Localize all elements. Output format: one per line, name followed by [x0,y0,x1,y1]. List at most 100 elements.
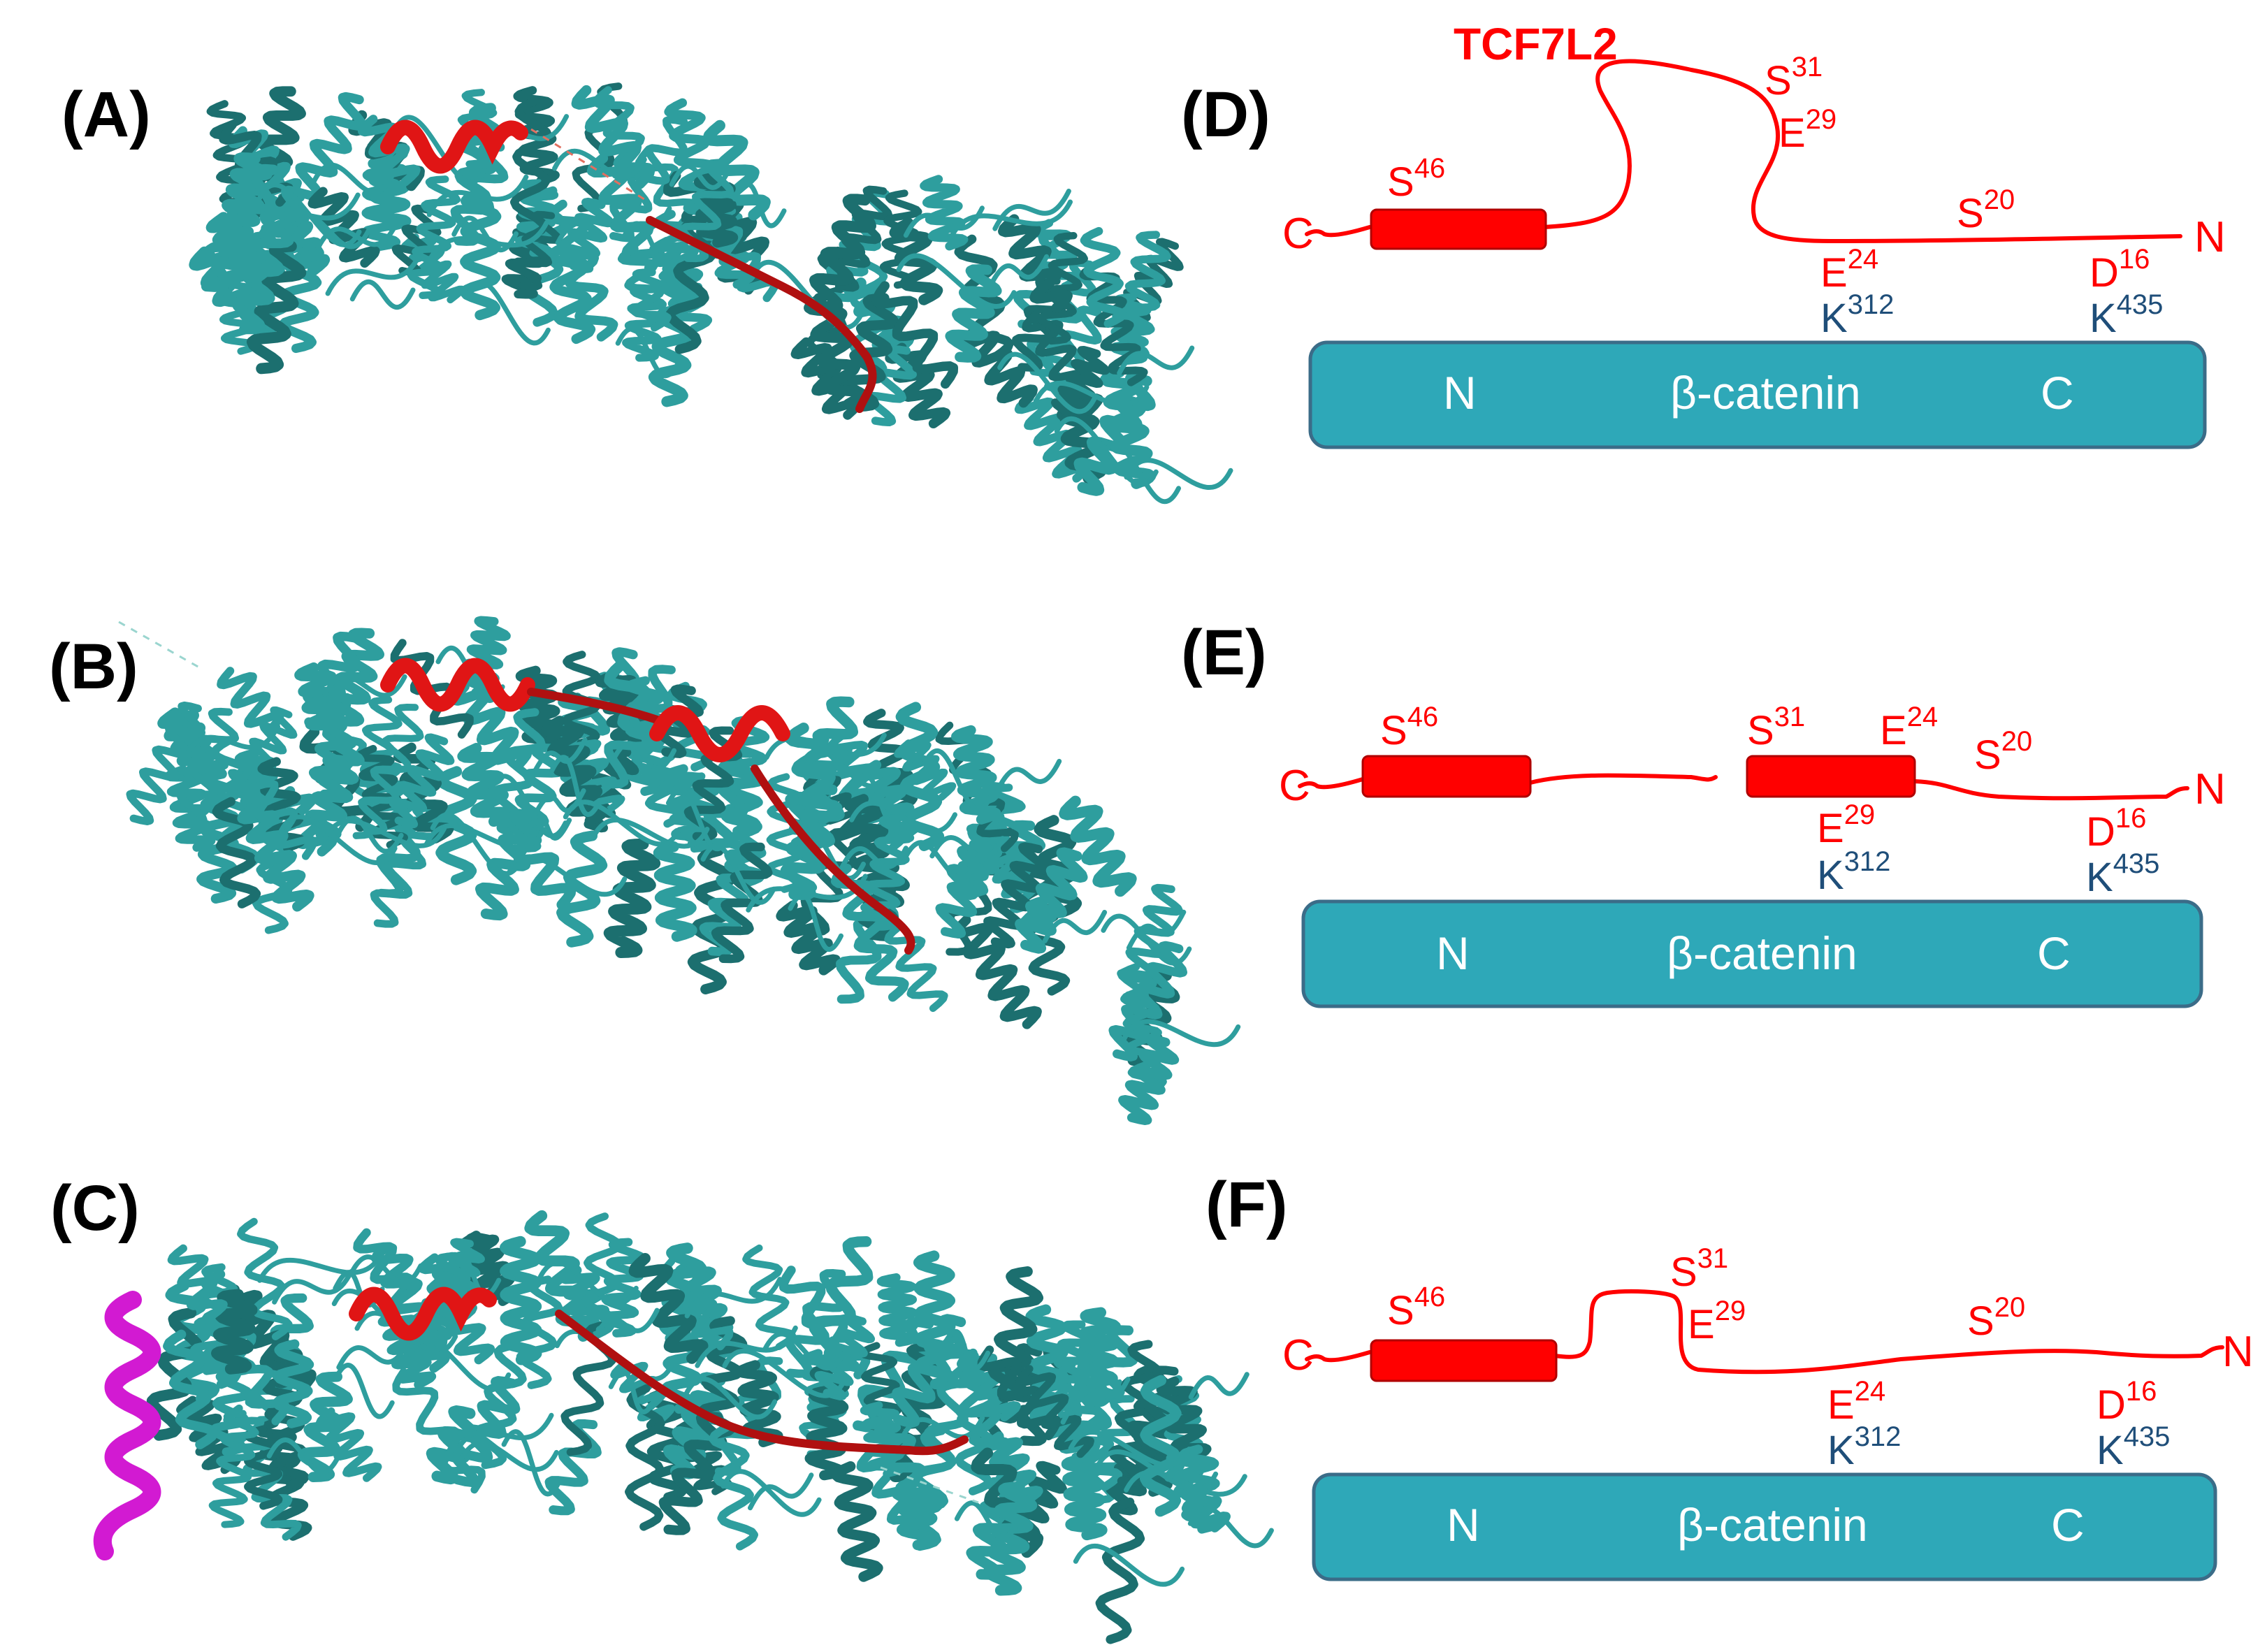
residue-s20-e: S20 [1974,726,2032,778]
ribbon-helix [1036,232,1088,345]
residue-s46-f: S46 [1387,1282,1445,1333]
ribbon-loop [591,818,710,849]
residue-s31-e: S31 [1747,702,1805,753]
residue-s46-d: S46 [1387,153,1445,205]
residue-e29-e: E29 [1817,799,1875,851]
ribbon-helix [1080,226,1127,328]
ribbon-helix [272,1339,314,1428]
ribbon-loop [748,1472,814,1511]
ribbon-loop [792,827,866,881]
ribbon-loop [764,732,887,760]
ribbon-loop [407,1338,512,1391]
ribbon-loop [762,1331,847,1371]
ribbon-helix [954,234,1014,361]
ribbon-helix [546,242,596,345]
box-n-label-f: N [1447,1499,1480,1551]
ribbon-helix [358,704,424,835]
residue-d16-e: D16 [2086,803,2146,855]
ribbon-loop [1098,442,1181,505]
ribbon-loop [684,1277,783,1319]
panel-a-letter: (A) [61,79,151,150]
ribbon-loop [1188,1372,1250,1400]
beta-catenin-structure-a [189,82,1233,505]
tcf7l2-chain-f [1305,1289,2224,1375]
ribbon-helix [842,293,899,412]
ribbon-loop [1121,1019,1241,1048]
ribbon-loop [929,835,1006,860]
box-c-label-d: C [2041,367,2074,419]
ribbon-helix [581,1212,623,1334]
residue-s31-d: S31 [1765,52,1823,103]
missing-segment-b [118,621,200,669]
ribbon-helix [699,825,767,957]
ribbon-loop [610,741,677,771]
residue-e29-d: E29 [1779,104,1837,156]
peptide-helix-b2 [649,705,790,762]
ribbon-loop [424,823,546,850]
residue-e29-f: E29 [1688,1296,1746,1347]
peptide-coil-b1 [527,688,661,724]
residue-d16-f: D16 [2096,1376,2157,1428]
ribbon-helix [871,281,959,389]
panel-d: (D) TCF7L2 C N S46 S31 E29 S20 E24 D16 K… [1181,19,2226,449]
ribbon-helix [945,264,1002,363]
ribbon-helix [167,1244,228,1320]
ribbon-loop [278,814,398,865]
ribbon-loop [666,788,732,852]
ribbon-loop [669,164,732,190]
helix-cylinder-e1 [1361,755,1532,798]
ribbon-loop [620,221,683,267]
ribbon-helix [703,747,760,849]
ribbon-loop [1101,913,1192,966]
tcf7l2-chain-e [1298,773,2189,801]
ribbon-helix [208,1410,259,1528]
residue-e24-f: E24 [1827,1376,1885,1428]
ribbon-loop [896,253,1017,309]
ribbon-loop [948,199,1073,240]
ribbon-loop [695,1325,798,1368]
ribbon-helix [228,706,298,802]
ribbon-loop [451,215,519,253]
c-terminus-d: C [1282,210,1314,258]
ribbon-loop [1094,1449,1219,1492]
box-c-label-f: C [2051,1499,2085,1551]
ribbon-helix [998,214,1073,313]
ribbon-loop [549,755,602,817]
missing-segment-c [880,1466,979,1504]
residue-k435-e: K435 [2086,848,2159,900]
ribbon-helix [983,842,1050,949]
ribbon-helix [1014,393,1092,483]
panel-b-letter: (B) [49,631,138,702]
ribbon-helix [1015,1365,1094,1458]
helix-cylinder-f [1370,1339,1558,1382]
ribbon-loop [902,840,980,881]
ribbon-loop [751,259,864,330]
panel-e: (E) C N S46 S31 E24 S20 E29 D16 K312 K43… [1181,617,2226,1008]
ribbon-helix [987,1266,1044,1403]
panel-b: (B) [49,616,1241,1125]
ribbon-helix [983,1481,1038,1596]
panel-d-letter: (D) [1181,79,1270,150]
residue-k312-d: K312 [1820,289,1894,341]
ribbon-helix [895,1477,939,1551]
ribbon-helix [977,1345,1061,1440]
residue-s31-f: S31 [1670,1243,1728,1295]
ribbon-helix [603,838,661,958]
ribbon-helix [653,684,704,758]
beta-catenin-box-e [1301,899,2203,1008]
ribbon-helix [628,1253,709,1364]
ribbon-loop [1117,345,1195,376]
ribbon-helix [308,693,363,799]
ribbon-loop [987,254,1050,289]
ribbon-helix [223,1404,302,1541]
peptide-coil-b2 [751,765,915,955]
ribbon-helix [500,1236,542,1365]
ribbon-loop [1124,1470,1247,1497]
ribbon-helix [702,119,771,221]
ribbon-helix [1055,1360,1123,1491]
ribbon-helix [913,1250,957,1390]
beta-catenin-structure-b [126,616,1241,1125]
ribbon-helix [830,1461,883,1582]
ribbon-loop [458,1440,559,1472]
